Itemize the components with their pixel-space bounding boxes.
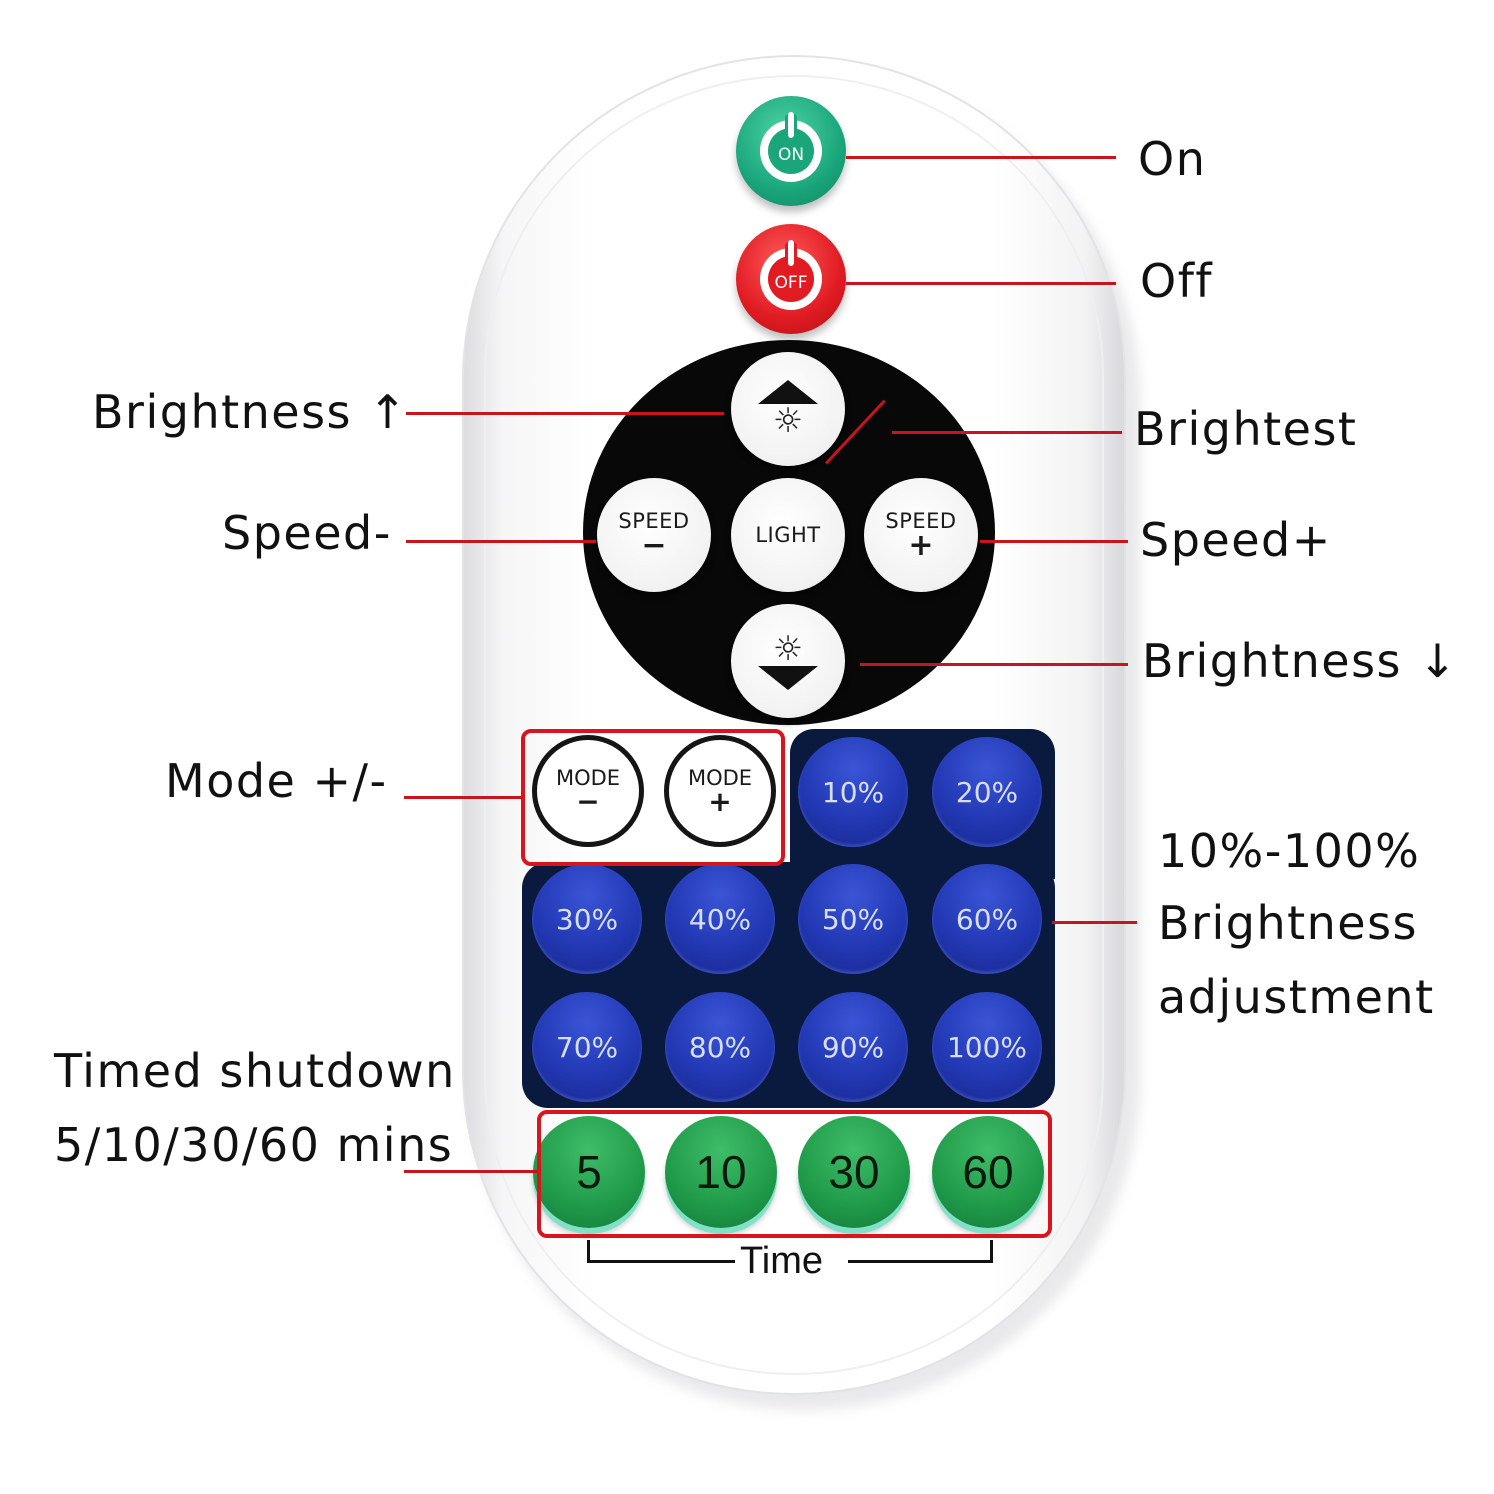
- power-on-button[interactable]: ON: [736, 96, 846, 206]
- mode-plus-label: MODE: [687, 766, 753, 790]
- brightness-down-callout-line: [860, 663, 1128, 666]
- arrow-up-icon: [758, 380, 818, 404]
- mode-plus-button[interactable]: MODE +: [664, 735, 776, 847]
- speed-minus-button[interactable]: SPEED −: [597, 478, 711, 592]
- time-bracket-right-tick: [990, 1240, 993, 1262]
- speed-plus-label: SPEED: [885, 509, 957, 533]
- timer-callout-line: [404, 1170, 538, 1173]
- brightness-50-button[interactable]: 50%: [798, 864, 908, 974]
- power-on-label: ON: [777, 145, 805, 165]
- speed-plus-callout-label: Speed+: [1140, 513, 1332, 567]
- speed-minus-label: SPEED: [618, 509, 690, 533]
- plus-sign: +: [908, 528, 934, 563]
- power-off-button[interactable]: OFF: [736, 224, 846, 334]
- speed-plus-button[interactable]: SPEED +: [864, 478, 978, 592]
- speed-plus-callout-line: [980, 540, 1128, 543]
- mode-minus-label: MODE: [555, 766, 621, 790]
- brightness-100-button[interactable]: 100%: [932, 992, 1042, 1102]
- arrow-down-icon: [758, 666, 818, 690]
- mode-callout-line: [404, 796, 522, 799]
- sun-icon: ☼: [772, 401, 804, 441]
- mode-highlight-box: [521, 729, 785, 866]
- brightness-30-button[interactable]: 30%: [532, 864, 642, 974]
- brightness-up-label: Brightness ↑: [92, 385, 409, 439]
- off-label: Off: [1140, 254, 1214, 308]
- mode-minus-button[interactable]: MODE −: [532, 735, 644, 847]
- brightness-range-callout-line: [1052, 921, 1137, 924]
- brightness-20-button[interactable]: 20%: [932, 737, 1042, 847]
- off-callout-line: [846, 282, 1116, 285]
- light-button[interactable]: LIGHT: [731, 478, 845, 592]
- mode-callout-label: Mode +/-: [165, 754, 388, 808]
- minus-sign: −: [576, 785, 600, 818]
- brightness-60-button[interactable]: 60%: [932, 864, 1042, 974]
- speed-minus-callout-line: [406, 540, 596, 543]
- brightness-10-button[interactable]: 10%: [798, 737, 908, 847]
- timed-shutdown-label-2: 5/10/30/60 mins: [54, 1118, 454, 1172]
- power-icon: OFF: [760, 248, 822, 310]
- brightest-label: Brightest: [1134, 402, 1358, 456]
- brightness-down-button[interactable]: ☼: [731, 604, 845, 718]
- brightness-70-button[interactable]: 70%: [532, 992, 642, 1102]
- power-off-label: OFF: [774, 273, 808, 293]
- brightness-range-label: 10%-100%: [1158, 824, 1421, 878]
- timer-60-button[interactable]: 60: [932, 1116, 1044, 1228]
- timer-10-button[interactable]: 10: [665, 1116, 777, 1228]
- power-stem: [788, 112, 794, 138]
- minus-sign: −: [641, 528, 667, 563]
- timer-highlight-box: [537, 1110, 1052, 1238]
- speed-minus-callout-label: Speed-: [222, 506, 392, 560]
- brightness-up-callout-line: [406, 412, 724, 415]
- time-bracket-left-tick: [587, 1240, 590, 1262]
- sun-icon: ☼: [772, 629, 804, 669]
- light-label: LIGHT: [755, 523, 821, 547]
- time-bracket-right: [848, 1260, 993, 1263]
- on-label: On: [1138, 132, 1207, 186]
- brightness-range-label-3: adjustment: [1158, 970, 1435, 1024]
- timed-shutdown-label: Timed shutdown: [54, 1044, 456, 1098]
- brightness-up-button[interactable]: ☼: [731, 352, 845, 466]
- plus-sign: +: [708, 785, 732, 818]
- brightest-callout-line: [892, 431, 1122, 434]
- remote-inner-rim: [484, 75, 1104, 1375]
- brightness-down-label: Brightness ↓: [1142, 634, 1459, 688]
- timer-30-button[interactable]: 30: [798, 1116, 910, 1228]
- timer-5-button[interactable]: 5: [533, 1116, 645, 1228]
- brightness-80-button[interactable]: 80%: [665, 992, 775, 1102]
- brightness-range-label-2: Brightness: [1158, 896, 1419, 950]
- brightness-40-button[interactable]: 40%: [665, 864, 775, 974]
- time-bracket-left: [587, 1260, 735, 1263]
- time-caption: Time: [740, 1240, 824, 1282]
- on-callout-line: [846, 156, 1116, 159]
- brightness-90-button[interactable]: 90%: [798, 992, 908, 1102]
- power-stem: [788, 240, 794, 266]
